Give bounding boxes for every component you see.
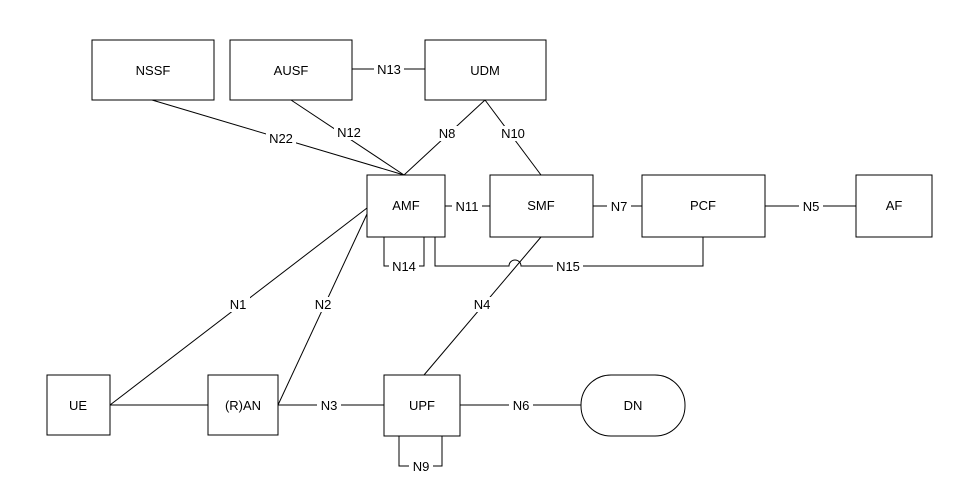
node-upf: UPF	[383, 374, 461, 437]
label-n11: N11	[456, 199, 479, 214]
label-n3: N3	[321, 398, 338, 413]
node-smf-label: SMF	[527, 198, 555, 213]
label-n14: N14	[392, 259, 416, 274]
node-ausf: AUSF	[229, 39, 353, 101]
label-n22: N22	[269, 131, 293, 146]
node-amf: AMF	[366, 174, 446, 238]
node-ran: (R)AN	[207, 374, 279, 436]
label-n10: N10	[501, 126, 525, 141]
label-n5: N5	[803, 199, 820, 214]
label-n8: N8	[439, 126, 456, 141]
node-ausf-label: AUSF	[274, 63, 309, 78]
node-af: AF	[855, 174, 933, 238]
label-n4: N4	[474, 297, 491, 312]
node-af-label: AF	[886, 198, 903, 213]
label-n6: N6	[513, 398, 530, 413]
label-n13: N13	[377, 62, 401, 77]
node-upf-label: UPF	[409, 398, 435, 413]
node-nssf-label: NSSF	[136, 63, 171, 78]
node-dn-label: DN	[624, 398, 643, 413]
node-smf: SMF	[489, 174, 594, 238]
node-pcf-label: PCF	[690, 198, 716, 213]
node-amf-label: AMF	[392, 198, 420, 213]
node-nssf: NSSF	[91, 39, 215, 101]
node-pcf: PCF	[641, 174, 766, 238]
node-ran-label: (R)AN	[225, 398, 261, 413]
label-n7: N7	[611, 199, 628, 214]
edge-amf-pcf-n15	[434, 237, 704, 267]
interface-labels: N13 N22 N12 N8 N10 N11 N7 N5 N14 N15 N1 …	[226, 62, 823, 474]
label-n2: N2	[315, 297, 332, 312]
node-dn: DN	[580, 374, 686, 437]
node-ue-label: UE	[69, 398, 87, 413]
label-n15: N15	[556, 259, 580, 274]
node-udm-label: UDM	[470, 63, 500, 78]
node-ue: UE	[46, 374, 111, 436]
node-udm: UDM	[424, 39, 547, 101]
label-n1: N1	[230, 297, 247, 312]
label-n12: N12	[337, 125, 361, 140]
label-n9: N9	[413, 459, 430, 474]
